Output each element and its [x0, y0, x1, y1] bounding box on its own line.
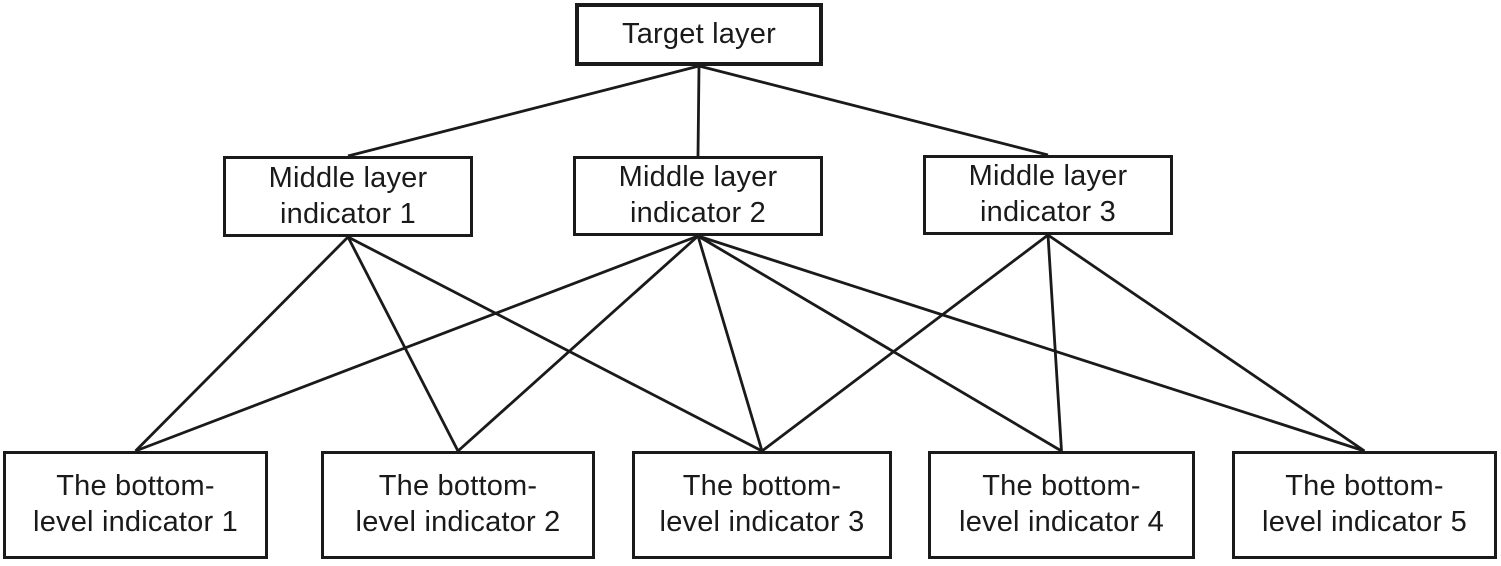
node-middle-indicator-3: Middle layer indicator 3 — [923, 155, 1173, 235]
node-bottom-indicator-1: The bottom- level indicator 1 — [3, 451, 268, 559]
node-target-layer: Target layer — [575, 3, 823, 66]
node-bottom-indicator-4: The bottom- level indicator 4 — [928, 451, 1195, 559]
node-bottom-indicator-2: The bottom- level indicator 2 — [321, 451, 595, 559]
node-bottom-indicator-3: The bottom- level indicator 3 — [632, 451, 892, 559]
node-middle-indicator-2: Middle layer indicator 2 — [573, 156, 823, 236]
node-bottom-indicator-5: The bottom- level indicator 5 — [1232, 451, 1497, 559]
node-middle-indicator-1: Middle layer indicator 1 — [223, 156, 473, 237]
